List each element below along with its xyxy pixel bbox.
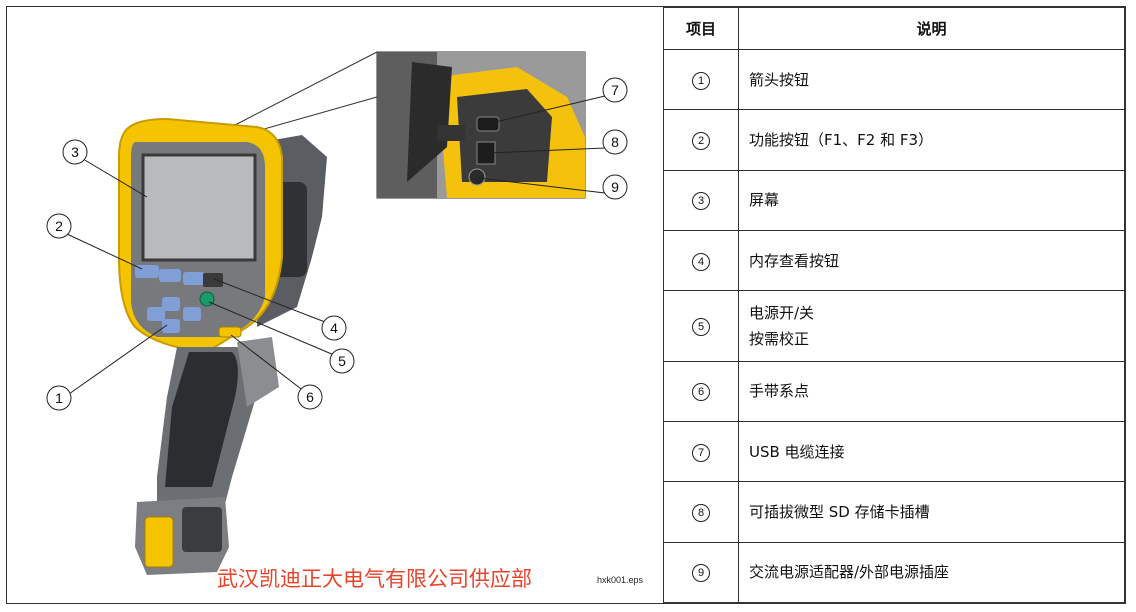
- callout-7: 7: [602, 77, 628, 103]
- item-number: 9: [692, 564, 710, 583]
- svg-text:1: 1: [55, 390, 63, 406]
- item-description: 功能按钮（F1、F2 和 F3）: [738, 109, 1125, 171]
- header-item: 项目: [663, 7, 739, 50]
- item-description: USB 电缆连接: [738, 420, 1125, 483]
- item-number: 8: [692, 503, 710, 522]
- table-row: 9 交流电源适配器/外部电源插座: [663, 541, 1125, 604]
- callout-8: 8: [602, 129, 628, 155]
- callout-3: 3: [62, 139, 88, 165]
- table-row: 7 USB 电缆连接: [663, 420, 1125, 483]
- item-number: 3: [692, 192, 710, 211]
- figure-filename: hxk001.eps: [597, 575, 644, 585]
- item-number: 2: [692, 132, 710, 151]
- company-watermark: 武汉凯迪正大电气有限公司供应部: [217, 567, 532, 591]
- table-header-row: 项目 说明: [663, 7, 1125, 50]
- page-frame: [6, 6, 1126, 604]
- item-number: 5: [692, 317, 710, 336]
- table-row: 6 手带系点: [663, 360, 1125, 422]
- callout-6: 6: [297, 384, 323, 410]
- svg-text:9: 9: [611, 179, 619, 195]
- svg-text:8: 8: [611, 134, 619, 150]
- camera-figure: 3 2 4 5 6 1 7 8: [7, 7, 663, 603]
- svg-text:7: 7: [611, 82, 619, 98]
- item-description: 电源开/关 按需校正: [738, 290, 1125, 362]
- camera-body: [118, 117, 327, 575]
- svg-text:6: 6: [306, 389, 314, 405]
- svg-text:2: 2: [55, 218, 63, 234]
- table-row: 3 屏幕: [663, 169, 1125, 232]
- legend-table: 项目 说明 1 箭头按钮 2 功能按钮（F1、F2 和 F3） 3 屏幕 4 内…: [663, 7, 1125, 604]
- table-row: 4 内存查看按钮: [663, 230, 1125, 292]
- header-description: 说明: [738, 7, 1125, 50]
- callout-lines: [66, 95, 606, 396]
- callout-9: 9: [602, 174, 628, 200]
- callout-4: 4: [321, 315, 347, 341]
- item-description: 可插拔微型 SD 存储卡插槽: [738, 481, 1125, 543]
- item-number: 7: [692, 443, 710, 462]
- callout-5: 5: [329, 348, 355, 374]
- table-row: 5 电源开/关 按需校正: [663, 290, 1125, 362]
- item-description: 屏幕: [738, 169, 1125, 232]
- item-number: 1: [692, 71, 710, 90]
- item-number: 6: [692, 383, 710, 402]
- table-row: 1 箭头按钮: [663, 48, 1125, 111]
- item-description: 手带系点: [738, 360, 1125, 422]
- item-number: 4: [692, 252, 710, 271]
- callout-1: 1: [46, 385, 72, 411]
- connector-detail-inset: [234, 51, 586, 199]
- item-description-line: 按需校正: [749, 329, 810, 348]
- item-description-line: 电源开/关: [749, 303, 815, 322]
- callout-2: 2: [46, 213, 72, 239]
- table-row: 8 可插拔微型 SD 存储卡插槽: [663, 481, 1125, 543]
- item-description: 交流电源适配器/外部电源插座: [738, 541, 1125, 604]
- table-row: 2 功能按钮（F1、F2 和 F3）: [663, 109, 1125, 171]
- camera-illustration: 3 2 4 5 6 1 7 8: [46, 51, 644, 591]
- item-description: 箭头按钮: [738, 48, 1125, 111]
- svg-text:4: 4: [330, 320, 338, 336]
- svg-text:3: 3: [71, 144, 79, 160]
- item-description: 内存查看按钮: [738, 230, 1125, 292]
- svg-text:5: 5: [338, 353, 346, 369]
